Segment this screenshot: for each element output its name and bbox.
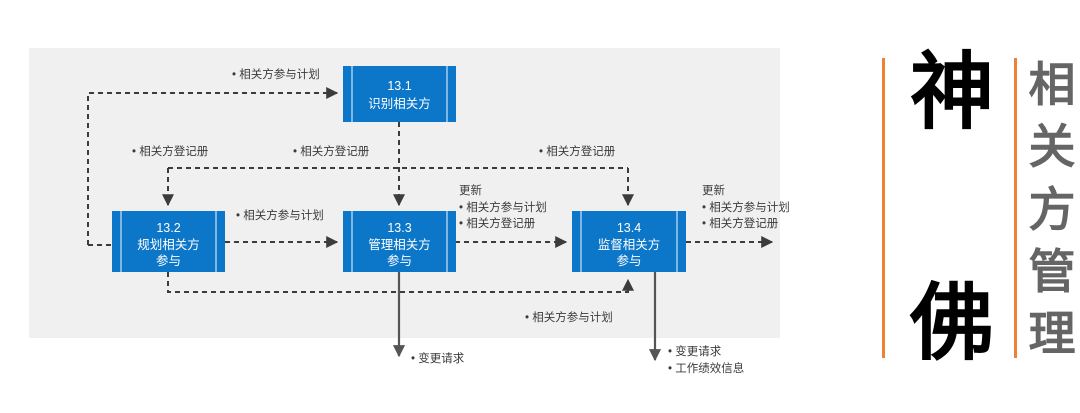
- process-box-132[interactable]: 13.2 规划相关方 参与: [112, 211, 225, 272]
- process-number-131: 13.1: [387, 79, 411, 93]
- accent-rule-left: [882, 58, 885, 358]
- brand-characters-column: 神 佛: [896, 43, 1008, 373]
- process-label-134-line2: 参与: [616, 253, 641, 268]
- label-top-plan: • 相关方参与计划: [232, 67, 320, 81]
- title-char-3: 方: [1028, 182, 1076, 238]
- process-label-134-line1: 监督相关方: [598, 237, 661, 252]
- flow-svg: 13.1 识别相关方 13.2 规划相关方 参与 13.3 管理相关方 参与: [29, 48, 790, 375]
- label-register-mid: • 相关方登记册: [293, 144, 370, 158]
- title-char-5: 理: [1028, 307, 1076, 362]
- title-char-1: 相: [1028, 58, 1076, 113]
- process-box-133[interactable]: 13.3 管理相关方 参与: [343, 211, 456, 272]
- label-update-head-mid: 更新: [459, 183, 482, 197]
- title-char-2: 关: [1028, 120, 1076, 176]
- process-label-133-line1: 管理相关方: [368, 237, 431, 252]
- brand-stamp-panel: 神 佛 相 关 方 管 理: [862, 0, 1080, 413]
- label-update-right-item2: • 相关方登记册: [702, 216, 779, 230]
- brand-char-2: 佛: [909, 274, 994, 373]
- process-number-134: 13.4: [617, 221, 641, 235]
- process-box-134[interactable]: 13.4 监督相关方 参与: [572, 211, 686, 272]
- title-characters-column: 相 关 方 管 理: [1024, 62, 1080, 358]
- label-work-performance-134: • 工作绩效信息: [668, 361, 744, 375]
- process-number-132: 13.2: [156, 221, 180, 235]
- label-update-mid-item2: • 相关方登记册: [459, 216, 536, 230]
- label-register-left: • 相关方登记册: [132, 144, 209, 158]
- label-plan-between-132-133: • 相关方参与计划: [236, 208, 324, 222]
- brand-char-1: 神: [909, 43, 994, 141]
- connector-feedback-to-131: [87, 87, 339, 245]
- label-update-head-right: 更新: [702, 183, 725, 197]
- label-feedback-plan-bottom: • 相关方参与计划: [525, 310, 613, 324]
- process-box-131[interactable]: 13.1 识别相关方: [343, 66, 456, 122]
- accent-rule-right: [1014, 58, 1017, 358]
- label-update-right-item1: • 相关方参与计划: [702, 200, 790, 214]
- title-char-4: 管: [1028, 244, 1076, 300]
- label-change-request-134: • 变更请求: [668, 344, 722, 358]
- connector-bottom-feedback-bus: [167, 272, 634, 293]
- label-register-right: • 相关方登记册: [539, 144, 616, 158]
- process-label-132-line1: 规划相关方: [137, 237, 200, 252]
- process-flow-diagram: 13.1 识别相关方 13.2 规划相关方 参与 13.3 管理相关方 参与: [29, 48, 790, 375]
- process-label-133-line2: 参与: [387, 253, 412, 268]
- label-change-request-133: • 变更请求: [411, 351, 465, 365]
- process-label-132-line2: 参与: [156, 253, 181, 268]
- process-number-133: 13.3: [387, 221, 411, 235]
- label-update-mid-item1: • 相关方参与计划: [459, 200, 547, 214]
- process-label-131-line1: 识别相关方: [368, 96, 431, 111]
